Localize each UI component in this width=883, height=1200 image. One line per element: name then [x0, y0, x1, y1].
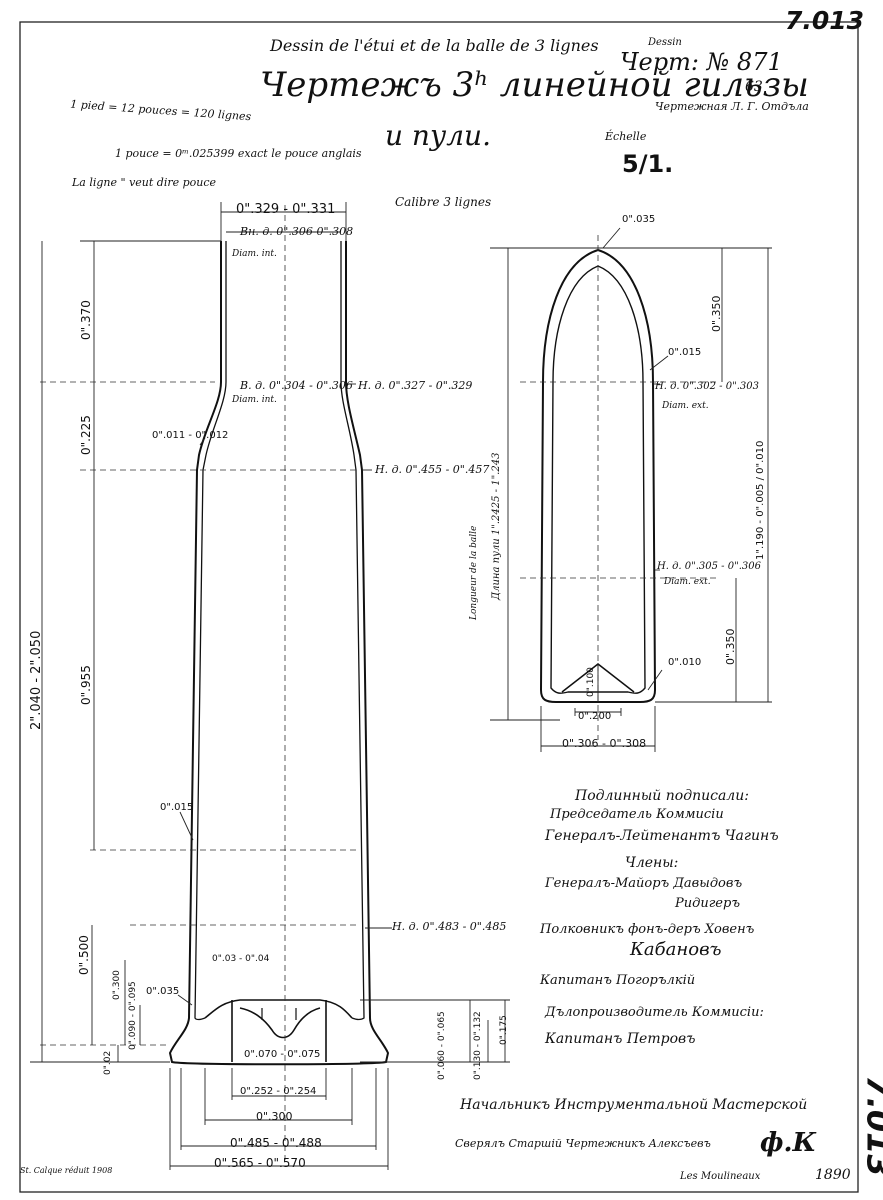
sheet-code-top: 7.013: [785, 6, 865, 35]
cartridge-case: [168, 241, 390, 1066]
case-d-0035: 0".035: [146, 986, 180, 997]
member-1: Генералъ-Майоръ Давыдовъ: [545, 876, 743, 891]
clerk-name: Капитанъ Петровъ: [545, 1031, 696, 1047]
case-neck-outer: Н. д. 0".327 - 0".329: [358, 379, 473, 392]
case-d-03-04: 0".03 - 0".04: [212, 954, 270, 964]
drawing-number: Черт: № 871: [620, 48, 783, 76]
bullet-dimension-lines: [490, 227, 772, 752]
scale-label: Échelle: [605, 130, 647, 143]
scale-value: 5/1.: [622, 150, 674, 178]
case-body-length: 0".955: [79, 665, 93, 705]
case-shoulder-wall: 0".011 - 0".012: [152, 430, 229, 441]
case-radius: 0".015: [160, 802, 194, 813]
case-d-0070: 0".070 - 0".075: [244, 1049, 321, 1060]
primer-flash: [261, 1008, 297, 1020]
title-french: Dessin de l'étui et de la balle de 3 lig…: [270, 36, 599, 55]
bullet-cavity-height: 0".100: [586, 667, 596, 697]
case-d-0300b: 0".300: [256, 1110, 293, 1123]
case-dimension-lines: [30, 202, 510, 1170]
dessin-label: Dessin: [648, 37, 682, 48]
case-reference-lines: [40, 205, 360, 1160]
handwritten-signature: ф.К: [760, 1128, 817, 1158]
case-lower-length: 0".500: [77, 935, 91, 975]
bullet-outer-top: Н. д. 0".302 - 0".303: [655, 381, 759, 392]
bullet-base-width: 0".306 - 0".308: [562, 737, 647, 750]
primer-anvil: [231, 1000, 327, 1062]
units-note-2: 1 pouce = 0ᵐ.025399 exact le pouce angla…: [115, 147, 362, 160]
case-d-0300: 0".300: [112, 970, 122, 1000]
bullet-lower-length: 0".350: [724, 628, 737, 665]
case-d-0254: 0".252 - 0".254: [240, 1086, 317, 1097]
case-head: [204, 999, 353, 1019]
units-note-3: La ligne " veut dire pouce: [72, 176, 217, 189]
member-4: Кабановъ: [630, 939, 722, 960]
case-shoulder-outer: Н. д. 0".455 - 0".457: [375, 463, 490, 476]
case-d-002: 0".02: [103, 1050, 113, 1075]
stamp-left: St. Calque réduit 1908: [20, 1166, 113, 1175]
bullet-jacket-inner: [550, 265, 646, 694]
stamp-right: Les Moulineaux: [680, 1171, 761, 1182]
bullet-diam-ext-1: Diam. ext.: [662, 401, 709, 411]
case-d-0570: 0".565 - 0".570: [214, 1156, 306, 1170]
drawing-number-sub: 63: [745, 79, 763, 95]
bullet-tip: 0".035: [622, 214, 656, 225]
caliber-label: Calibre 3 lignes: [395, 195, 492, 209]
sheet-border: [19, 21, 859, 1193]
case-d-0095: 0".090 - 0".095: [128, 981, 138, 1050]
bullet-total-length: 1".190 - 0".005 / 0".010: [755, 440, 766, 560]
case-neck-length: 0".370: [79, 300, 93, 340]
chair-name: Генералъ-Лейтенантъ Чагинъ: [545, 828, 779, 844]
checker: Сверялъ Старшій Чертежникъ Алексъевъ: [455, 1137, 711, 1150]
bullet-radius: 0".015: [668, 347, 702, 358]
year: 1890: [815, 1167, 851, 1183]
title-russian-line2: и пули.: [385, 119, 491, 152]
case-total-length: 2".040 - 2".050: [29, 630, 44, 730]
member-5: Капитанъ Погорълкій: [540, 973, 696, 988]
case-d-0065: 0".060 - 0".065: [437, 1011, 447, 1080]
bullet-reference-lines: [520, 235, 720, 740]
case-d-0132: 0".130 - 0".132: [473, 1011, 483, 1080]
member-3: Полковникъ фонъ-деръ Ховенъ: [540, 922, 755, 937]
case-diam-int-2: Diam. int.: [232, 395, 277, 405]
member-2: Ридигеръ: [675, 896, 740, 911]
clerk-title: Дълопроизводитель Коммисіи:: [545, 1005, 764, 1020]
case-mouth-inner: Вн. д. 0".306-0".308: [240, 225, 354, 238]
case-d-0175: 0".175: [499, 1015, 509, 1045]
workshop-head: Начальникъ Инструментальной Мастерской: [460, 1097, 808, 1113]
case-diam-int-1: Diam. int.: [232, 249, 277, 259]
bullet-length-label-2: Длина пули 1".2425 - 1".243: [491, 452, 502, 600]
sheet-code-side: 7.013: [859, 1075, 883, 1177]
case-mouth-outer: 0".329 - 0".331: [236, 202, 336, 217]
case-outer-profile: [168, 241, 390, 1066]
case-shoulder-length: 0".225: [79, 415, 93, 455]
bullet-diam-ext-2: Diam. ext.: [664, 577, 711, 587]
bullet-outer-profile: [539, 248, 657, 703]
case-neck-inner: В. д. 0".304 - 0".306: [240, 379, 353, 392]
bullet-length-label-1: Longueur de la balle: [469, 525, 479, 620]
title-russian-line1: Чертежъ 3ʰ линейной гильзы: [260, 65, 809, 105]
bullet-base-radius: 0".010: [668, 657, 702, 668]
bullet-ogive-length: 0".350: [710, 295, 723, 332]
case-d-0488: 0".485 - 0".488: [230, 1136, 322, 1150]
case-base-outer: Н. д. 0".483 - 0".485: [392, 920, 507, 933]
drafting-office: Чертежная Л. Г. Отдъла: [655, 100, 809, 113]
bullet-cavity-width: 0".200: [578, 711, 612, 722]
case-inner-profile: [194, 241, 365, 1021]
members-label: Члены:: [625, 855, 679, 871]
signatures-header: Подлинный подписали:: [575, 788, 749, 804]
bullet-outer-low: Н. д. 0".305 - 0".306: [657, 561, 761, 572]
chair-title: Председатель Коммисіи: [550, 807, 724, 822]
